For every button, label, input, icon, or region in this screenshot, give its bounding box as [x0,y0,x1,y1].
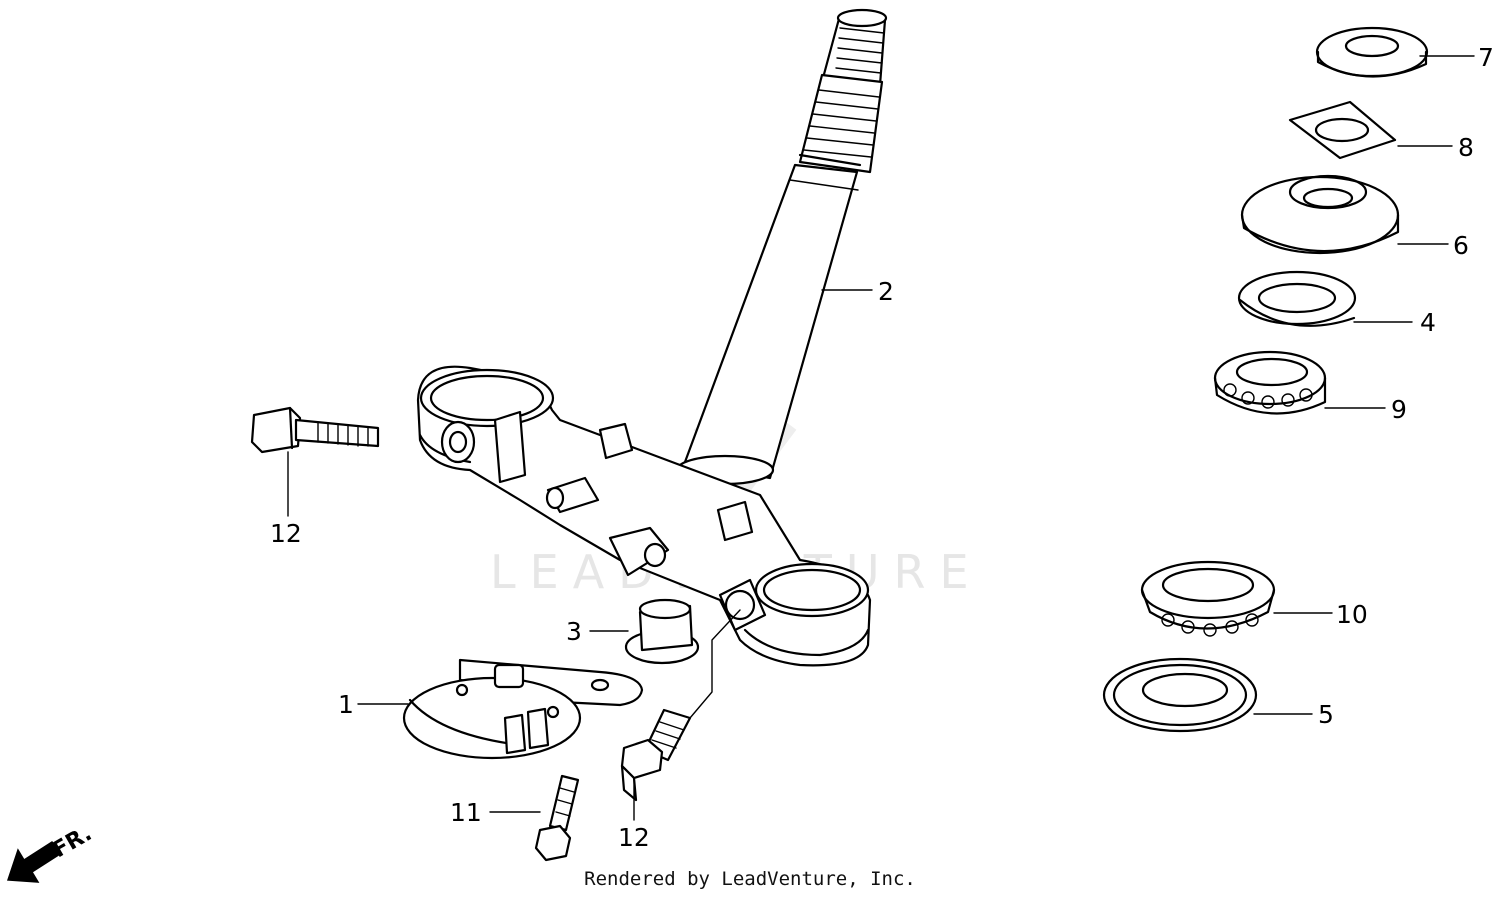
part-9-upper-bearing[interactable] [1213,350,1327,415]
bottom-bridge[interactable] [416,365,872,667]
callout-6: 6 [1453,231,1469,260]
callout-2: 2 [878,277,894,306]
part-4-dust-seal[interactable] [1237,270,1357,327]
callout-8: 8 [1458,133,1474,162]
callout-labels: 1 2 3 4 5 6 7 8 9 10 11 12 12 [270,43,1494,852]
part-5-lower-dust-seal[interactable] [1102,657,1258,733]
footer-credit: Rendered by LeadVenture, Inc. [584,868,916,890]
part-11-small-bolt[interactable] [534,774,580,862]
callout-3: 3 [566,617,582,646]
part-1-bracket[interactable] [402,658,644,760]
callout-1: 1 [338,690,354,719]
callout-12-upper: 12 [270,519,302,548]
part-8-lock-washer[interactable] [1288,100,1397,160]
part-12-bolt-lower[interactable] [620,708,692,802]
callout-9: 9 [1391,395,1407,424]
callout-12-lower: 12 [618,823,650,852]
part-6-adjust-nut[interactable] [1240,174,1400,255]
callout-5: 5 [1318,700,1334,729]
callout-10: 10 [1336,600,1368,629]
part-7-lock-nut[interactable] [1315,26,1429,78]
callout-4: 4 [1420,308,1436,337]
front-arrow-icon [6,840,62,883]
callout-7: 7 [1478,43,1494,72]
leader-lines [287,55,1475,821]
part-2-steering-stem[interactable] [675,8,888,486]
part-12-bolt-upper[interactable] [250,406,380,454]
part-3-collar[interactable] [624,598,700,665]
part-10-lower-bearing[interactable] [1140,560,1276,637]
callout-11: 11 [450,798,482,827]
